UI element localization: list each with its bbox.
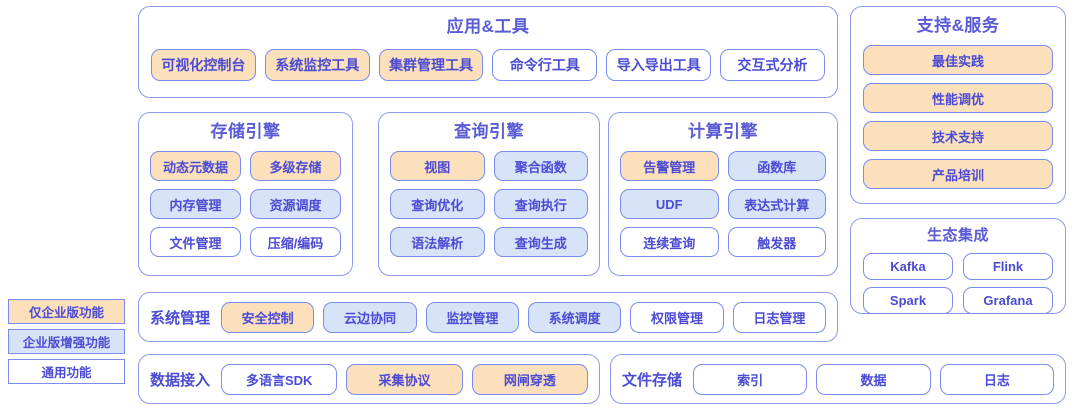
app-tool-pill[interactable]: 交互式分析: [720, 49, 825, 81]
legend-item[interactable]: 企业版增强功能: [8, 329, 125, 354]
storage-engine-pill[interactable]: 资源调度: [250, 189, 341, 219]
query-engine-pill[interactable]: 查询执行: [493, 189, 588, 219]
file-storage-pill[interactable]: 索引: [693, 363, 808, 395]
support-service-pill[interactable]: 产品培训: [863, 159, 1053, 189]
storage-engine-pill[interactable]: 内存管理: [150, 189, 241, 219]
app-tool-pill[interactable]: 可视化控制台: [151, 49, 256, 81]
file-storage-pill[interactable]: 日志: [939, 363, 1054, 395]
query-engine-pill[interactable]: 查询优化: [390, 189, 485, 219]
legend-item[interactable]: 通用功能: [8, 359, 125, 384]
storage-engine-grid: 动态元数据多级存储内存管理资源调度文件管理压缩/编码: [139, 151, 352, 257]
panel-title-applications-tools: 应用&工具: [446, 17, 530, 36]
support-service-pill[interactable]: 最佳实践: [863, 45, 1053, 75]
app-tool-pill[interactable]: 导入导出工具: [606, 49, 712, 81]
storage-engine-pill[interactable]: 文件管理: [150, 227, 241, 257]
compute-engine-pill[interactable]: 告警管理: [620, 151, 719, 181]
compute-engine-pill[interactable]: 函数库: [727, 151, 826, 181]
query-engine-pill[interactable]: 视图: [390, 151, 485, 181]
compute-engine-pill[interactable]: 连续查询: [620, 227, 719, 257]
panel-query-engine: 查询引擎 视图聚合函数查询优化查询执行语法解析查询生成: [378, 112, 600, 276]
compute-engine-pill[interactable]: 表达式计算: [727, 189, 826, 219]
query-engine-pill[interactable]: 查询生成: [493, 227, 588, 257]
system-management-label: 系统管理: [150, 309, 211, 327]
panel-system-management: 系统管理 安全控制云边协同监控管理系统调度权限管理日志管理: [138, 292, 838, 342]
app-tool-pill[interactable]: 集群管理工具: [378, 49, 484, 81]
support-services-stack: 最佳实践性能调优技术支持产品培训: [851, 45, 1065, 189]
panel-title-support-services: 支持&服务: [916, 16, 1000, 35]
panel-support-services: 支持&服务 最佳实践性能调优技术支持产品培训: [850, 6, 1066, 204]
panel-applications-tools: 应用&工具 可视化控制台系统监控工具集群管理工具命令行工具导入导出工具交互式分析: [138, 6, 838, 98]
app-tool-pill[interactable]: 系统监控工具: [264, 49, 370, 81]
panel-storage-engine: 存储引擎 动态元数据多级存储内存管理资源调度文件管理压缩/编码: [138, 112, 353, 276]
panel-compute-engine: 计算引擎 告警管理函数库 UDF 表达式计算连续查询触发器: [608, 112, 838, 276]
storage-engine-pill[interactable]: 多级存储: [250, 151, 341, 181]
file-storage-label: 文件存储: [622, 371, 683, 389]
legend-item[interactable]: 仅企业版功能: [8, 299, 125, 324]
panel-title-storage-engine: 存储引擎: [210, 122, 281, 141]
legend: 仅企业版功能企业版增强功能通用功能: [8, 299, 125, 384]
applications-tools-pill-row: 可视化控制台系统监控工具集群管理工具命令行工具导入导出工具交互式分析: [139, 49, 837, 81]
system-management-pill[interactable]: 日志管理: [732, 301, 826, 333]
compute-engine-grid: 告警管理函数库 UDF 表达式计算连续查询触发器: [609, 151, 837, 257]
file-storage-pill[interactable]: 数据: [816, 363, 931, 395]
query-engine-pill[interactable]: 聚合函数: [493, 151, 588, 181]
system-management-pill[interactable]: 系统调度: [528, 301, 622, 333]
data-ingestion-pill[interactable]: 网闸穿透: [471, 363, 588, 395]
storage-engine-pill[interactable]: 压缩/编码: [250, 227, 341, 257]
ecosystem-pill[interactable]: Spark: [863, 287, 953, 314]
system-management-pill[interactable]: 云边协同: [323, 301, 417, 333]
data-ingestion-label: 数据接入: [150, 371, 211, 389]
query-engine-grid: 视图聚合函数查询优化查询执行语法解析查询生成: [379, 151, 599, 257]
query-engine-pill[interactable]: 语法解析: [390, 227, 485, 257]
compute-engine-pill[interactable]: 触发器: [727, 227, 826, 257]
support-service-pill[interactable]: 性能调优: [863, 83, 1053, 113]
compute-engine-pill[interactable]: UDF: [620, 189, 719, 219]
data-ingestion-pill[interactable]: 采集协议: [346, 363, 463, 395]
panel-file-storage: 文件存储 索引数据日志: [610, 354, 1066, 404]
system-management-pill[interactable]: 安全控制: [221, 301, 315, 333]
panel-title-ecosystem-integration: 生态集成: [926, 227, 989, 244]
support-service-pill[interactable]: 技术支持: [863, 121, 1053, 151]
ecosystem-pill[interactable]: Kafka: [863, 253, 953, 280]
panel-title-compute-engine: 计算引擎: [688, 122, 758, 141]
ecosystem-pill[interactable]: Grafana: [963, 287, 1053, 314]
panel-title-query-engine: 查询引擎: [454, 122, 524, 141]
file-storage-pill-row: 索引数据日志: [693, 363, 1054, 395]
data-ingestion-pill[interactable]: 多语言SDK: [221, 363, 338, 395]
system-management-pill-row: 安全控制云边协同监控管理系统调度权限管理日志管理: [221, 301, 826, 333]
system-management-pill[interactable]: 权限管理: [630, 301, 724, 333]
system-management-pill[interactable]: 监控管理: [425, 301, 519, 333]
storage-engine-pill[interactable]: 动态元数据: [150, 151, 241, 181]
ecosystem-pill[interactable]: Flink: [963, 253, 1053, 280]
app-tool-pill[interactable]: 命令行工具: [492, 49, 598, 81]
